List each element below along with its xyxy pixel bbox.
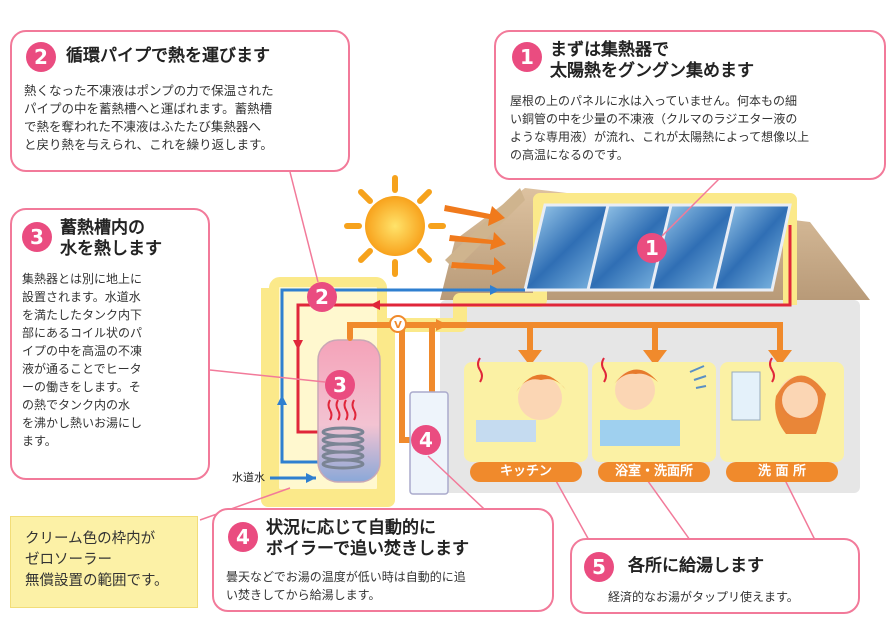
callout-number-1: 1 bbox=[512, 42, 542, 72]
cream-zone bbox=[261, 193, 797, 507]
callout-number-3: 3 bbox=[22, 222, 52, 252]
mirror bbox=[731, 371, 761, 421]
shower-icon bbox=[689, 365, 707, 389]
callout-boiler-title: 状況に応じて自動的に ボイラーで追い焚きします bbox=[266, 518, 469, 559]
location-label-kitchen: キッチン bbox=[470, 462, 582, 482]
person-face bbox=[518, 376, 562, 420]
callout-supply-title: 各所に給湯します bbox=[628, 556, 764, 576]
heating-coil bbox=[321, 426, 365, 470]
callout-supply: 5 各所に給湯します 経済的なお湯がタップリ使えます。 bbox=[570, 538, 860, 614]
sunlight-arrows bbox=[444, 205, 506, 275]
bathtub bbox=[600, 420, 680, 446]
arrow-icon bbox=[370, 300, 380, 310]
person-face bbox=[615, 370, 655, 410]
callout-collector: 1 まずは集熱器で 太陽熱をグングン集めます 屋根の上のパネルに水は入っていませ… bbox=[494, 30, 886, 180]
callout-tank-title: 蓄熱槽内の 水を熱します bbox=[60, 218, 162, 259]
arrow-icon bbox=[768, 350, 792, 366]
marker-1: 1 bbox=[645, 236, 659, 260]
room-scenes bbox=[464, 357, 844, 462]
marker-3: 3 bbox=[333, 373, 347, 397]
callout-pipe: 2 循環パイプで熱を運びます 熱くなった不凍液はポンプの力で保温された パイプの… bbox=[10, 30, 350, 172]
callout-boiler-body: 曇天などでお湯の温度が低い時は自動的に追 い焚きしてから給湯します。 bbox=[226, 570, 466, 602]
callout-number-4: 4 bbox=[228, 522, 258, 552]
sun-icon bbox=[344, 175, 446, 277]
tap-water-label: 水道水 bbox=[232, 471, 265, 484]
callout-pipe-body: 熱くなった不凍液はポンプの力で保温された パイプの中を蓄熱槽へと運ばれます。蓄熱… bbox=[24, 83, 274, 152]
svg-text:V: V bbox=[394, 320, 402, 331]
callout-number-5: 5 bbox=[584, 552, 614, 582]
marker-2: 2 bbox=[315, 285, 329, 309]
free-install-note: クリーム色の枠内が ゼロソーラー 無償設置の範囲です。 bbox=[10, 516, 198, 608]
steam-icon bbox=[477, 357, 775, 383]
callout-pipe-title: 循環パイプで熱を運びます bbox=[66, 46, 270, 66]
sink bbox=[476, 420, 536, 442]
heat-waves-icon bbox=[327, 399, 357, 421]
valve-icon: V bbox=[389, 315, 407, 333]
coil-return bbox=[280, 430, 320, 464]
callout-tank-body: 集熱器とは別に地上に 設置されます。水道水 を満たしたタンク内下 部にあるコイル… bbox=[22, 272, 143, 448]
location-label-bathroom: 浴室・洗面所 bbox=[598, 462, 710, 482]
bathroom-scene bbox=[592, 362, 716, 462]
arrow-icon bbox=[490, 285, 500, 295]
storage-tank bbox=[317, 339, 381, 483]
location-label-washroom: 洗 面 所 bbox=[726, 462, 838, 482]
solar-panel bbox=[712, 203, 792, 292]
cold-return-pipe bbox=[280, 288, 525, 430]
callout-number-2: 2 bbox=[26, 42, 56, 72]
roof-tip bbox=[445, 188, 525, 270]
arrow-icon bbox=[436, 319, 448, 331]
arrow-icon bbox=[293, 340, 303, 350]
callout-boiler: 4 状況に応じて自動的に ボイラーで追い焚きします 曇天などでお湯の温度が低い時… bbox=[212, 508, 554, 612]
diagram-markers: 1 2 3 4 bbox=[307, 233, 667, 455]
marker-4: 4 bbox=[419, 428, 433, 452]
arrow-icon bbox=[643, 350, 667, 366]
callout-tank: 3 蓄熱槽内の 水を熱します 集熱器とは別に地上に 設置されます。水道水 を満た… bbox=[10, 208, 210, 480]
arrow-icon bbox=[277, 395, 287, 405]
callout-collector-body: 屋根の上のパネルに水は入っていません。何本もの細 い銅管の中を少量の不凍液（クル… bbox=[510, 94, 810, 162]
callout-collector-title: まずは集熱器で 太陽熱をグングン集めます bbox=[550, 40, 754, 81]
arrow-icon bbox=[306, 473, 316, 483]
arrow-icon bbox=[518, 350, 542, 366]
callout-supply-body: 経済的なお湯がタップリ使えます。 bbox=[608, 590, 799, 604]
